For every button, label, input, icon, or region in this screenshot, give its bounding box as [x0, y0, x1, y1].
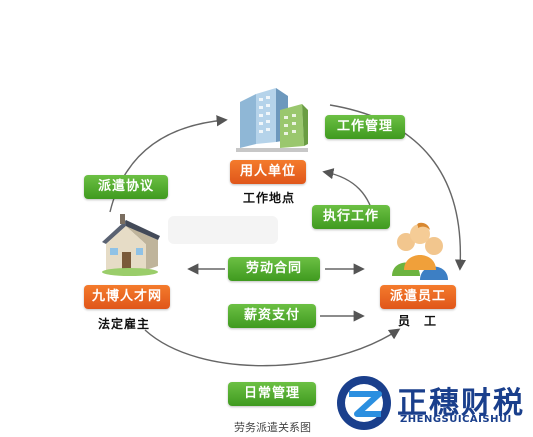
employee-label: 员 工 — [398, 314, 438, 328]
employees-icon — [392, 222, 448, 280]
work-management-label: 工作管理 — [325, 115, 405, 139]
arrow-daily-management — [144, 328, 401, 367]
legal-employer-label: 法定雇主 — [98, 317, 151, 331]
execute-work-label: 执行工作 — [312, 205, 390, 229]
zhengsui-logo-icon — [337, 376, 391, 430]
work-place-label: 工作地点 — [243, 191, 296, 205]
daily-management-label: 日常管理 — [228, 382, 316, 406]
diagram-caption: 劳务派遣关系图 — [234, 421, 311, 434]
labor-contract-label: 劳动合同 — [228, 257, 320, 281]
dispatch-agency-label: 九博人才网 — [84, 285, 170, 309]
house-icon — [102, 214, 160, 276]
dispatch-agreement-label: 派遣协议 — [84, 175, 168, 199]
watermark-title: 正穗财税 — [397, 386, 525, 421]
employer-unit-label: 用人单位 — [230, 160, 306, 184]
dispatch-employee-label: 派遣员工 — [380, 285, 456, 309]
salary-payment-label: 薪资支付 — [228, 304, 316, 328]
watermark-subtitle: ZHENGSUICAISHUI — [400, 414, 512, 425]
blurred-region — [168, 216, 278, 244]
office-building-icon — [236, 88, 308, 152]
arrow-employer-to-staff — [329, 104, 467, 271]
